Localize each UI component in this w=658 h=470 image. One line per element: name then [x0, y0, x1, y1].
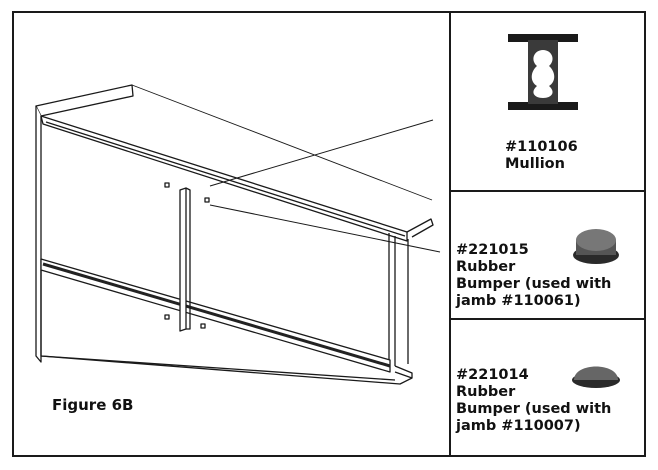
bumper2-name-line2: Bumper (used with [456, 401, 612, 417]
outer-frame [12, 11, 646, 457]
bumper1-name-line3: jamb #110061) [456, 293, 581, 309]
rubber-bumper-221014-icon [572, 366, 620, 388]
figure-caption: Figure 6B [52, 396, 134, 414]
mullion-part-number: #110106 [505, 139, 578, 155]
bumper2-part-number: #221014 [456, 367, 529, 383]
bumper1-part-number: #221015 [456, 242, 529, 258]
parts-panel-divider [449, 11, 451, 457]
bumper1-name-line1: Rubber [456, 259, 516, 275]
rubber-bumper-221015-icon [573, 229, 619, 264]
parts-row-divider-1 [449, 190, 646, 192]
bumper2-name-line3: jamb #110007) [456, 418, 581, 434]
mullion-profile-icon [508, 34, 578, 110]
parts-row-divider-2 [449, 318, 646, 320]
bumper1-name-line2: Bumper (used with [456, 276, 612, 292]
mullion-part-name: Mullion [505, 156, 565, 172]
bumper2-name-line1: Rubber [456, 384, 516, 400]
